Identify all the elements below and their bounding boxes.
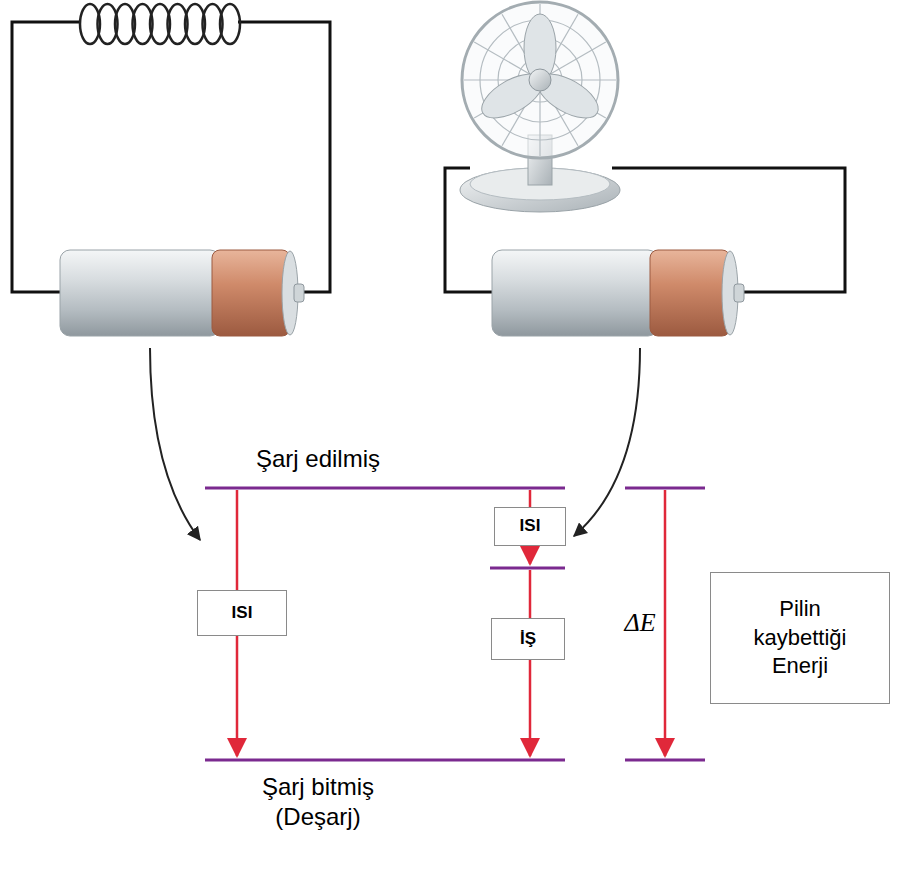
- heater-coil: [80, 4, 240, 44]
- work-box: İŞ: [491, 618, 565, 660]
- battery: [60, 250, 304, 336]
- delta-e-symbol: ΔE: [620, 607, 660, 640]
- node-label: Pilin kaybettiği Enerji: [730, 595, 870, 681]
- node-label: ISI: [232, 602, 253, 624]
- fan-guard-spoke: [550, 42, 605, 74]
- energy-arrow: [237, 490, 665, 756]
- electric-fan: [460, 2, 620, 212]
- heat-box: ISI: [494, 507, 566, 546]
- node-label: İŞ: [520, 628, 536, 650]
- pointer-arrow: [150, 348, 200, 540]
- pointer-arrow: [574, 348, 640, 536]
- battery: [492, 250, 744, 336]
- level-label: Şarj bitmiş (Deşarj): [243, 772, 393, 832]
- coil-loop: [220, 4, 240, 44]
- fan-guard-spoke: [539, 92, 540, 156]
- level-label: Şarj edilmiş: [198, 444, 438, 474]
- energy-lost-box: Pilin kaybettiği Enerji: [710, 572, 890, 704]
- heat-box: ISI: [197, 590, 287, 636]
- node-label: ISI: [520, 515, 541, 537]
